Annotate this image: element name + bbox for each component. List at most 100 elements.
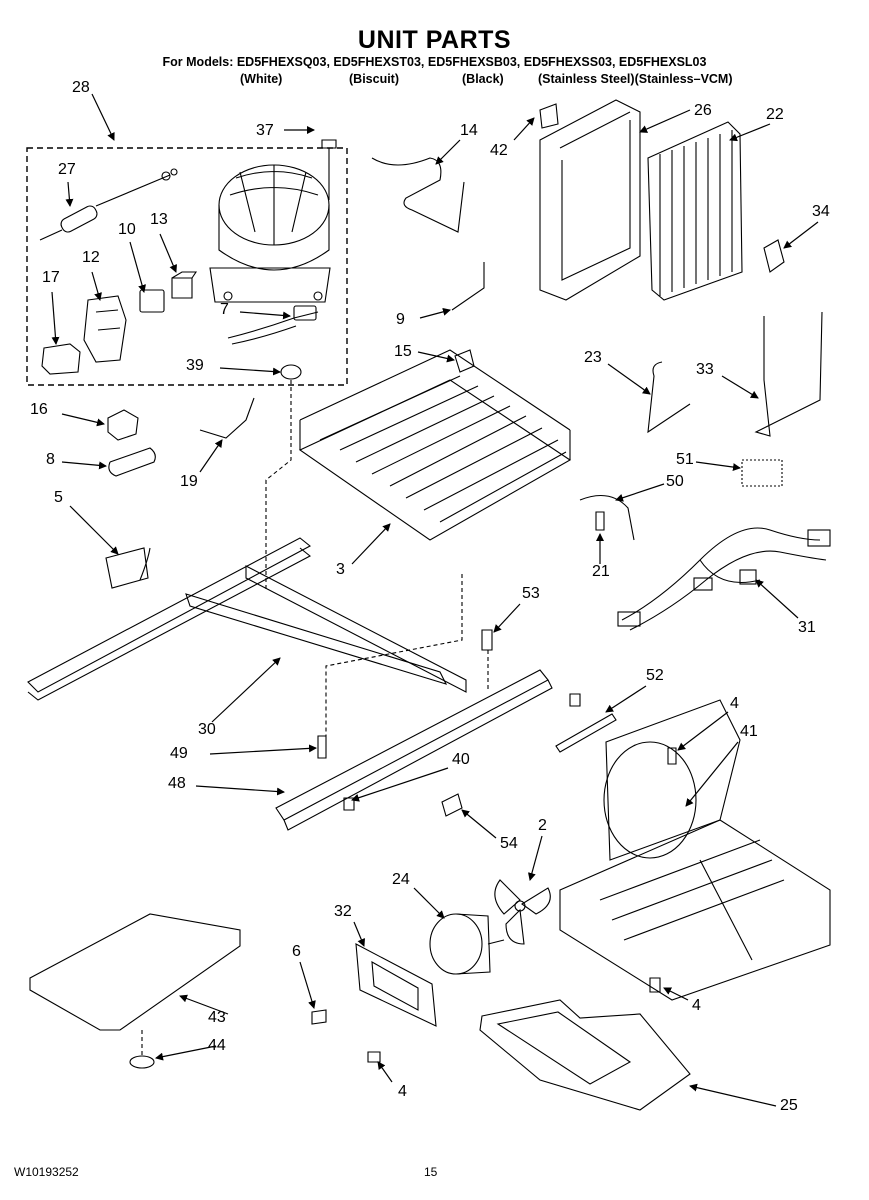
callout-19: 19 [180, 473, 198, 490]
callout-52: 52 [646, 667, 664, 684]
callout-7: 7 [220, 301, 229, 318]
callout-32: 32 [334, 903, 352, 920]
arrow-49 [209, 744, 317, 755]
document-number: W10193252 [14, 1165, 79, 1179]
drain-pan-part [479, 999, 691, 1111]
condenser-coil-part [298, 349, 572, 541]
tube-part-8 [108, 447, 156, 477]
variant-stainless: (Stainless Steel)(Stainless–VCM) [538, 72, 733, 86]
bracket-part-34 [763, 239, 785, 273]
callout-14: 14 [460, 122, 478, 139]
callout-37: 37 [256, 122, 274, 139]
arrow-31 [755, 579, 799, 619]
callout-24: 24 [392, 871, 410, 888]
cross-rail-part [275, 669, 553, 831]
variant-biscuit: (Biscuit) [349, 72, 399, 86]
screw-part-6 [311, 1009, 327, 1025]
wire-part-50 [579, 494, 635, 541]
arrow-5 [69, 505, 119, 555]
evaporator-cover-part [539, 99, 641, 301]
callout-21: 21 [592, 563, 610, 580]
arrow-3 [351, 523, 391, 565]
callout-51: 51 [676, 451, 694, 468]
wire-harness-part [617, 527, 831, 631]
callout-3: 3 [336, 561, 345, 578]
page-title: UNIT PARTS [357, 26, 512, 54]
arrow-34 [783, 221, 819, 249]
foot-part [129, 1055, 155, 1069]
tube-part-14 [371, 157, 465, 233]
wire-part-7 [227, 311, 319, 345]
callout-49: 49 [170, 745, 188, 762]
arrow-15 [417, 351, 455, 363]
relay-cover-part [171, 271, 198, 299]
arrow-48 [195, 785, 285, 796]
relay-part-17 [41, 343, 81, 375]
callout-12: 12 [82, 249, 100, 266]
screw-part-21 [595, 511, 605, 531]
callout-48: 48 [168, 775, 186, 792]
callout-28: 28 [72, 79, 90, 96]
arrow-9 [419, 307, 451, 319]
variant-black: (Black) [462, 72, 504, 86]
screw-part-49 [317, 735, 327, 759]
callout-54: 54 [500, 835, 518, 852]
callout-22: 22 [766, 106, 784, 123]
arrow-19 [199, 439, 223, 473]
callout-15: 15 [394, 343, 412, 360]
bushing-part [441, 793, 463, 817]
arrow-51 [695, 461, 741, 472]
arrow-17 [51, 291, 60, 345]
grommet-part [280, 364, 302, 380]
callout-16: 16 [30, 401, 48, 418]
arrow-43 [179, 994, 229, 1015]
compressor-part [209, 139, 337, 303]
arrow-12 [91, 271, 102, 301]
callout-26: 26 [694, 102, 712, 119]
screw-part-40 [343, 693, 581, 811]
callout-17: 17 [42, 269, 60, 286]
arrow-53 [493, 603, 521, 633]
variant-white: (White) [240, 72, 283, 86]
arrow-24 [413, 887, 445, 919]
arrow-54 [461, 809, 497, 839]
callout-5: 5 [54, 489, 63, 506]
arrow-39 [219, 367, 281, 376]
cover-part [29, 913, 241, 1031]
callout-8: 8 [46, 451, 55, 468]
overload-part [139, 289, 165, 313]
callout-23: 23 [584, 349, 602, 366]
arrow-10 [129, 241, 146, 293]
callout-41: 41 [740, 723, 758, 740]
arrow-23 [607, 363, 651, 395]
callout-33: 33 [696, 361, 714, 378]
callout-39: 39 [186, 357, 204, 374]
callout-2: 2 [538, 817, 547, 834]
start-relay-part [83, 295, 127, 363]
arrow-32 [353, 921, 365, 947]
compressor-group-box [26, 147, 348, 386]
arrow-22 [729, 123, 771, 142]
fan-blade-part [494, 879, 551, 945]
arrow-41 [685, 741, 739, 807]
models-line: For Models: ED5FHEXSQ03, ED5FHEXST03, ED… [162, 55, 707, 69]
arrow-52 [605, 685, 647, 713]
strip-part [555, 713, 617, 753]
callout-6: 6 [292, 943, 301, 960]
insulation-part [741, 459, 783, 487]
callout-10: 10 [118, 221, 136, 238]
drier-part [39, 168, 178, 241]
callout-42: 42 [490, 142, 508, 159]
callout-13: 13 [150, 211, 168, 228]
arrow-7 [239, 311, 291, 320]
callout-25: 25 [780, 1097, 798, 1114]
callout-50: 50 [666, 473, 684, 490]
arrow-28 [91, 93, 115, 141]
arrow-16 [61, 413, 105, 427]
wire-part-19 [199, 397, 255, 439]
screw-part-53 [481, 629, 493, 651]
tube-part-23 [647, 361, 691, 434]
fan-motor-part [429, 913, 505, 975]
arrow-4c [663, 987, 689, 1001]
callout-4: 4 [730, 695, 739, 712]
